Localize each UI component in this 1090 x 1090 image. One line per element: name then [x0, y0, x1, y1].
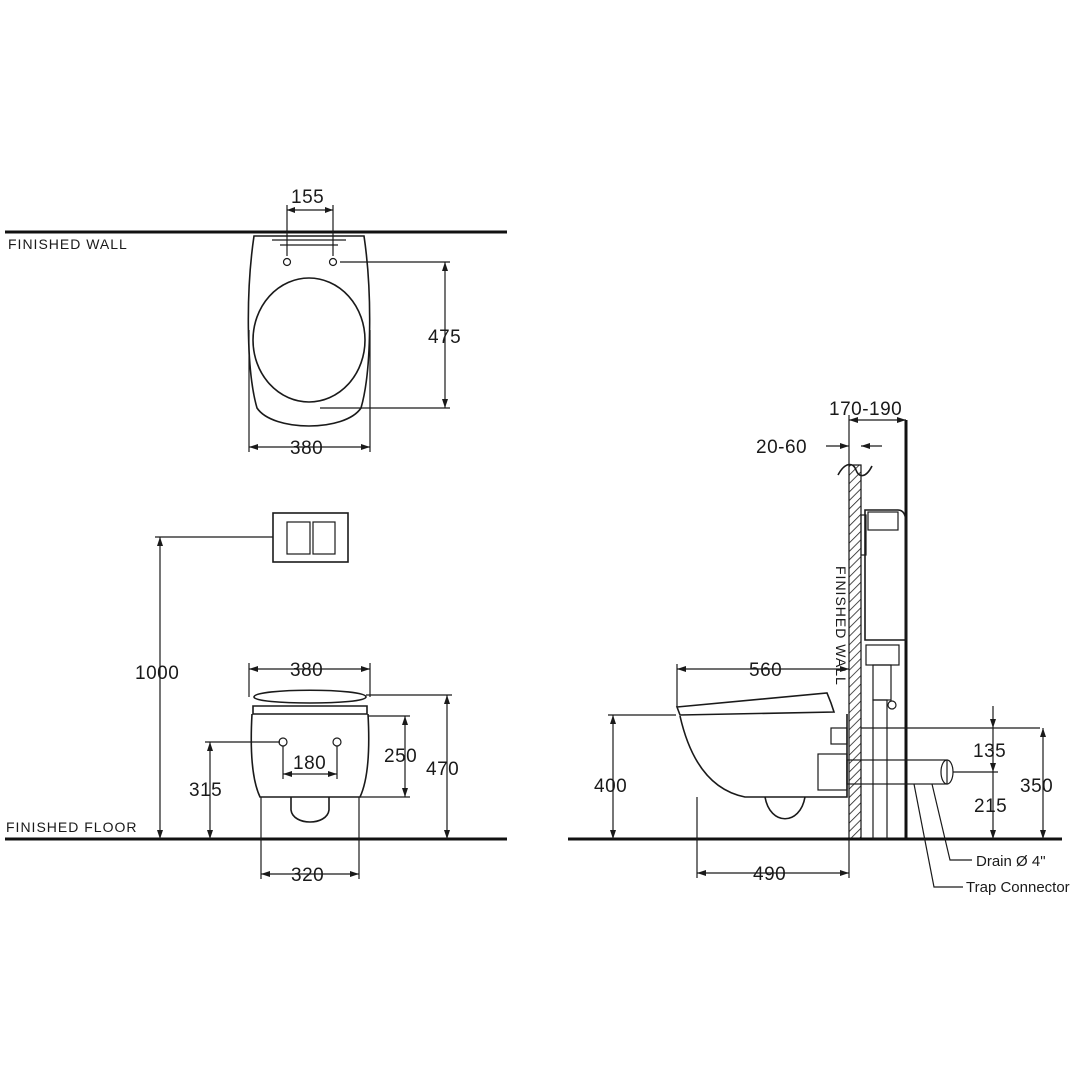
flush-button-right	[312, 521, 336, 555]
dim-560-text: 560	[749, 660, 782, 681]
dim-490-text: 490	[753, 864, 786, 885]
dim-1000-text: 1000	[135, 663, 179, 684]
dim-135-arrow-bottom	[990, 763, 996, 772]
dim-320-text: 320	[291, 865, 324, 886]
dim-380-front-arrow-right	[361, 666, 370, 672]
dim-475-arrow-bottom	[442, 399, 448, 408]
dim-400-arrow-bottom	[610, 830, 616, 839]
bowl-outline-top	[247, 235, 371, 427]
dim-135-text: 135	[973, 741, 1006, 762]
bolt-left	[278, 737, 288, 747]
dim-135-arrow-top	[990, 719, 996, 728]
drain-leader	[931, 783, 972, 861]
dim-560-arrow-left	[677, 666, 686, 672]
cistern-body	[864, 509, 907, 641]
dim-215-arrow-bottom	[990, 830, 996, 839]
dim-180-arrow-left	[283, 771, 292, 777]
side-view: FINISHED WALL 170-190 20-60	[568, 399, 1070, 896]
dim-320-arrow-right	[350, 871, 359, 877]
dim-180-arrow-right	[328, 771, 337, 777]
dim-20-60-text: 20-60	[756, 437, 807, 458]
dim-470-arrow-top	[444, 695, 450, 704]
dim-380-top-text: 380	[290, 438, 323, 459]
dim-315-arrow-top	[207, 742, 213, 751]
dim-475-text: 475	[428, 327, 461, 348]
wall-section-hatch	[848, 464, 862, 840]
fixing-hole-left	[282, 257, 292, 267]
seat-side	[675, 692, 836, 716]
dim-380-front-text: 380	[290, 660, 323, 681]
wall-break-symbol	[837, 463, 873, 477]
finished-wall-label-top: FINISHED WALL	[8, 236, 128, 252]
dim-215-text: 215	[974, 796, 1007, 817]
trap-connector-label: Trap Connector	[966, 879, 1070, 896]
dim-170-190-arrow-left	[849, 417, 858, 423]
dim-20-60-arrow-left	[840, 443, 849, 449]
outlet-pipe	[846, 759, 948, 785]
dim-20-60-arrow-right	[861, 443, 870, 449]
dim-350-text: 350	[1020, 776, 1053, 797]
dim-560-arrow-right	[840, 666, 849, 672]
cistern-valve	[865, 644, 900, 666]
dim-250-text: 250	[384, 746, 417, 767]
wall-fixing-bracket	[830, 727, 848, 745]
cistern-pipe	[872, 664, 892, 701]
seat-front	[253, 689, 367, 704]
dim-155-arrow-right	[325, 207, 333, 213]
finished-wall-label-side: FINISHED WALL	[833, 566, 849, 686]
dim-1000-arrow-top	[157, 537, 163, 546]
dim-400-arrow-top	[610, 715, 616, 724]
dim-380-top-arrow-right	[361, 444, 370, 450]
dim-470-arrow-bottom	[444, 830, 450, 839]
flush-button-left	[286, 521, 311, 555]
top-view: FINISHED WALL 155 475 380	[5, 187, 507, 459]
front-view: FINISHED FLOOR 1000 380 470	[5, 512, 507, 886]
dim-155-arrow-left	[287, 207, 295, 213]
dim-490-arrow-left	[697, 870, 706, 876]
fixing-hole-right	[328, 257, 338, 267]
dim-250-arrow-top	[402, 716, 408, 725]
dim-250-arrow-bottom	[402, 788, 408, 797]
cistern-lid	[867, 511, 899, 531]
bowl-front	[250, 713, 370, 798]
dim-400-text: 400	[594, 776, 627, 797]
pipe-down	[872, 699, 888, 840]
pipe-fitting	[887, 700, 897, 710]
dim-1000-arrow-bottom	[157, 830, 163, 839]
dim-380-front-arrow-left	[249, 666, 258, 672]
dim-470-text: 470	[426, 759, 459, 780]
dim-315-text: 315	[189, 780, 222, 801]
bolt-right	[332, 737, 342, 747]
trap-connector	[817, 753, 848, 791]
bowl-side	[679, 714, 848, 798]
drain-label: Drain Ø 4"	[976, 853, 1046, 870]
bowl-pedestal-front	[290, 797, 330, 823]
dim-170-190-text: 170-190	[829, 399, 902, 420]
cistern-bracket	[860, 514, 867, 556]
dim-475-arrow-top	[442, 262, 448, 271]
dim-315-arrow-bottom	[207, 830, 213, 839]
bowl-trap-side	[764, 796, 806, 820]
dim-170-190-arrow-right	[897, 417, 906, 423]
dim-380-top-arrow-left	[249, 444, 258, 450]
dim-180-text: 180	[293, 753, 326, 774]
finished-floor-label: FINISHED FLOOR	[6, 819, 137, 835]
dim-155-text: 155	[291, 187, 324, 208]
seat-lid-front	[252, 705, 368, 715]
seat-ring	[252, 277, 366, 403]
trap-connector-leader	[913, 783, 963, 888]
dim-350-arrow-top	[1040, 728, 1046, 737]
dim-490-arrow-right	[840, 870, 849, 876]
dim-350-arrow-bottom	[1040, 830, 1046, 839]
dim-320-arrow-left	[261, 871, 270, 877]
